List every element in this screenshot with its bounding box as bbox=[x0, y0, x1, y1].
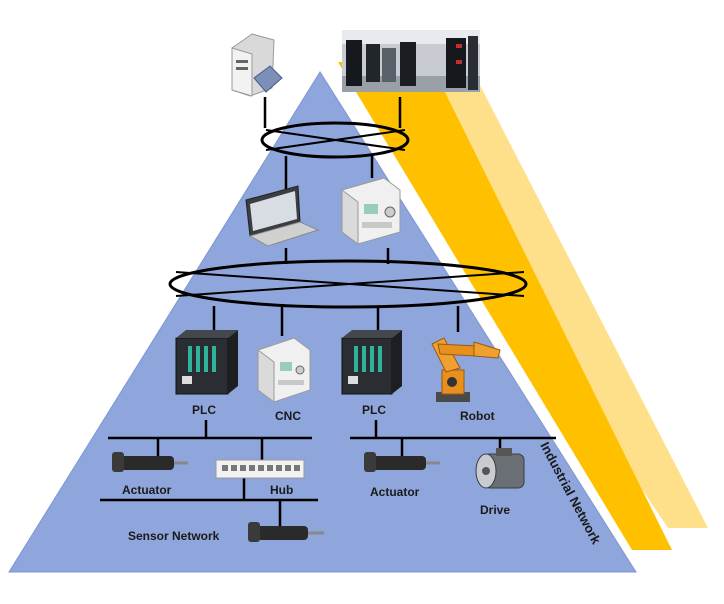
drive-label: Drive bbox=[480, 503, 510, 517]
actuator-left-icon bbox=[112, 452, 188, 472]
laptop-icon bbox=[245, 185, 320, 247]
plc-right-label: PLC bbox=[362, 403, 386, 417]
sensor-icon bbox=[248, 522, 324, 542]
cnc-label: CNC bbox=[275, 409, 301, 423]
server-icon bbox=[231, 33, 283, 97]
plc-right-icon bbox=[341, 330, 402, 395]
top-network-connections bbox=[260, 97, 410, 190]
controller-icon bbox=[341, 177, 401, 245]
network-pyramid bbox=[8, 71, 637, 573]
cnc-icon bbox=[257, 337, 311, 403]
actuator-right-icon bbox=[364, 452, 440, 472]
background-band-dark bbox=[338, 62, 672, 550]
hub-icon bbox=[215, 459, 305, 479]
middle-network-connections bbox=[168, 248, 528, 336]
plc-left-label: PLC bbox=[192, 403, 216, 417]
actuator-left-label: Actuator bbox=[122, 483, 172, 497]
robot-label: Robot bbox=[460, 409, 495, 423]
data-center-image bbox=[342, 30, 480, 92]
hub-label: Hub bbox=[270, 483, 293, 497]
actuator-right-label: Actuator bbox=[370, 485, 420, 499]
drive-icon bbox=[475, 448, 525, 489]
robot-icon bbox=[431, 337, 501, 402]
plc-left-icon bbox=[175, 330, 238, 395]
sensor-network-label: Sensor Network bbox=[128, 529, 220, 543]
